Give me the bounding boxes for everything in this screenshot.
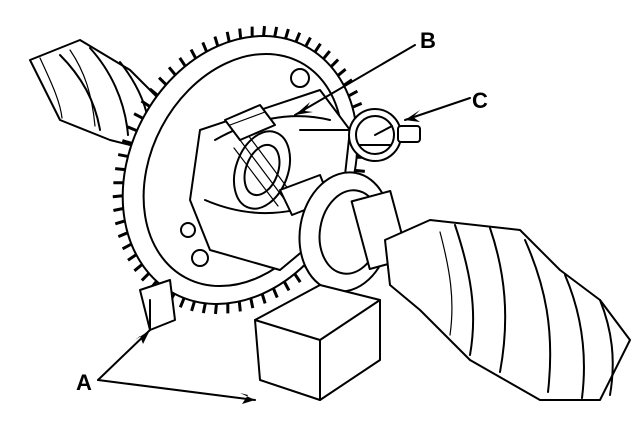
gear-tooth: [260, 293, 267, 304]
gear-tooth: [213, 36, 220, 47]
gear-tooth: [167, 66, 177, 76]
gear-tooth: [117, 231, 129, 239]
gear-tooth: [157, 76, 168, 86]
left-driveshaft: [29, 39, 171, 151]
gear-tooth: [284, 28, 290, 40]
gear-tooth: [282, 280, 291, 292]
gear-tooth: [293, 272, 302, 283]
gear-tooth: [140, 99, 151, 108]
gear-tooth: [201, 302, 207, 314]
gear-tooth: [190, 300, 196, 312]
gear-tooth: [113, 207, 124, 212]
gear-tooth: [237, 301, 242, 312]
gear-tooth: [294, 32, 302, 43]
gear-tooth: [322, 50, 331, 60]
gear-tooth: [313, 42, 322, 53]
v-block-front: [254, 284, 381, 401]
gear-tooth: [178, 57, 187, 68]
gear-tooth: [201, 41, 209, 53]
gear-tooth: [271, 287, 279, 299]
gear-tooth: [121, 139, 133, 145]
gear-tooth: [121, 242, 133, 251]
gear-tooth: [304, 36, 312, 48]
gear-tooth: [225, 31, 231, 42]
gear-tooth: [148, 87, 159, 97]
leader-lines: [97, 44, 471, 404]
gear-tooth: [342, 78, 353, 87]
gear-tooth: [354, 168, 365, 173]
gear-tooth: [115, 167, 126, 172]
gear-tooth: [114, 219, 126, 226]
gear-tooth: [133, 112, 144, 120]
gear-tooth: [347, 89, 359, 98]
gear-tooth: [238, 28, 243, 39]
gear-tooth: [213, 303, 218, 315]
gear-tooth: [189, 48, 198, 60]
right-driveshaft: [384, 219, 631, 401]
gear-tooth: [127, 125, 138, 133]
gear-tooth: [178, 297, 186, 308]
callout-c: C: [472, 88, 488, 113]
gear-tooth: [273, 26, 279, 38]
gear-tooth: [133, 263, 144, 272]
gear-tooth: [330, 58, 340, 68]
gear-tooth: [117, 153, 129, 158]
gear-tooth: [140, 272, 150, 282]
gear-tooth: [249, 298, 255, 309]
gear-tooth: [262, 25, 267, 37]
callout-b: B: [420, 28, 436, 53]
gear-tooth: [351, 101, 363, 109]
gear-tooth: [127, 253, 138, 262]
callout-a: A: [76, 370, 92, 395]
v-block-rear: [139, 279, 176, 331]
gear-tooth: [112, 194, 123, 199]
gear-tooth: [336, 68, 347, 77]
dial-indicator: [299, 108, 421, 162]
